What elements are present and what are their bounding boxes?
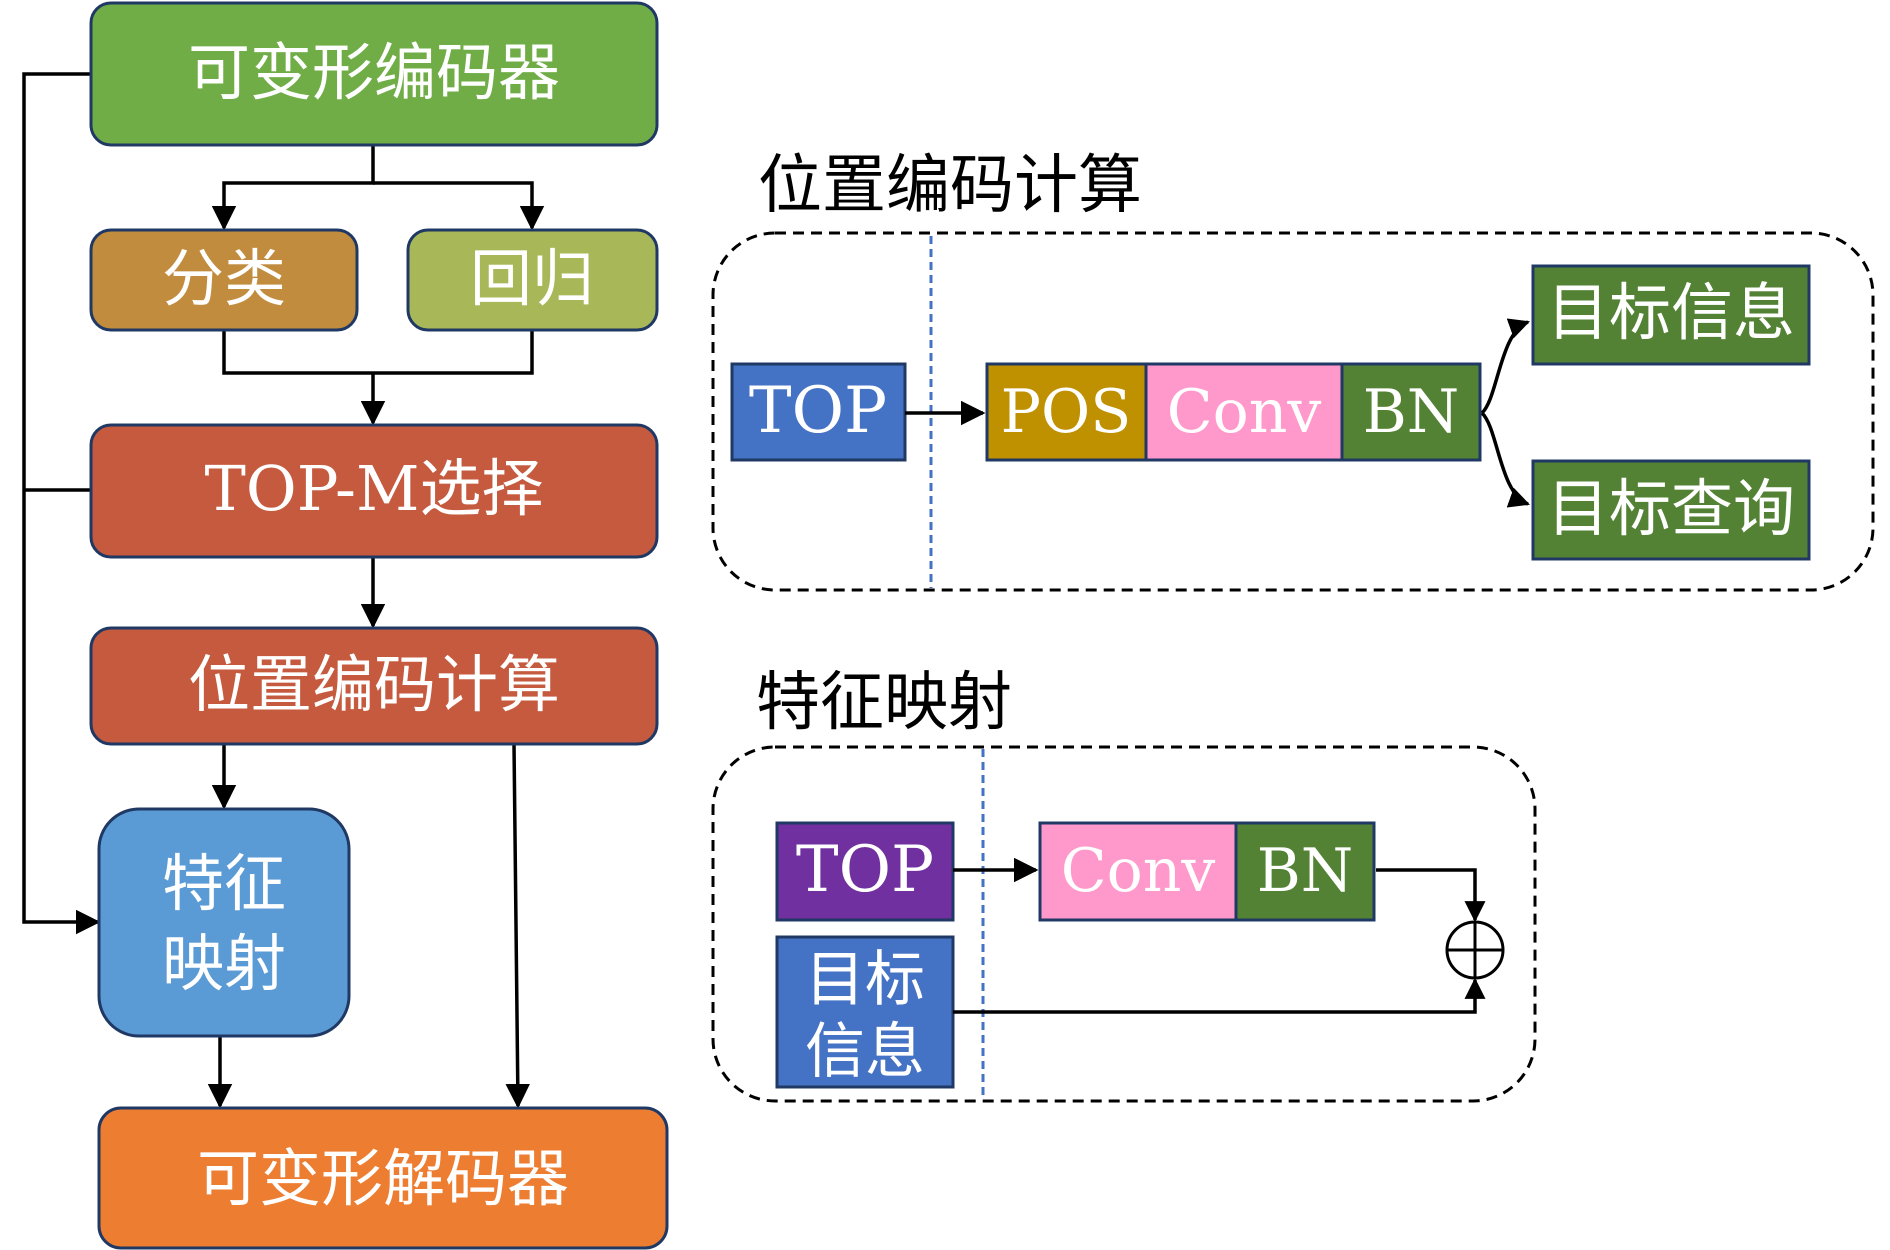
target-query-label: 目标查询	[1547, 472, 1795, 545]
feat-target-info-line2: 信息	[805, 1017, 925, 1087]
encoder-to-regression-connector	[373, 181, 545, 231]
target-query-box: 目标查询	[1531, 459, 1811, 561]
feat-panel-frame	[711, 745, 1537, 1103]
feat-top-box: TOP	[775, 821, 955, 922]
pos-panel-frame	[711, 231, 1875, 592]
feature-map-box: 特征 映射	[97, 807, 351, 1038]
pos-top-label: TOP	[749, 374, 887, 448]
target-info-label: 目标信息	[1547, 276, 1795, 349]
bn-to-plus-arrow	[1376, 868, 1486, 923]
encoder-label: 可变形编码器	[188, 36, 560, 109]
target-info-box: 目标信息	[1531, 264, 1811, 366]
feat-top-label: TOP	[796, 833, 934, 907]
feat-panel-title: 特征映射	[756, 666, 1012, 740]
pos-bn-label: BN	[1363, 377, 1460, 447]
classification-label: 分类	[162, 242, 286, 315]
cls-reg-merge-connector	[222, 330, 534, 375]
pos-pos-box: POS	[985, 362, 1148, 462]
pos-panel-title: 位置编码计算	[758, 149, 1142, 223]
pos-top-box: TOP	[730, 362, 907, 462]
pos-panel: 位置编码计算 TOP POS Conv BN 目标信息 目标查询	[711, 149, 1875, 592]
pos-encoding-label: 位置编码计算	[188, 648, 560, 721]
encoder-split-connector	[211, 145, 375, 231]
decoder-label: 可变形解码器	[197, 1142, 569, 1215]
feature-map-label-line1: 特征	[162, 847, 286, 920]
feat-conv-box: Conv	[1038, 821, 1238, 922]
pos-to-decoder-connector	[505, 743, 531, 1109]
topm-box: TOP-M选择	[89, 423, 659, 559]
feature-map-label-line2: 映射	[162, 927, 286, 1000]
regression-label: 回归	[470, 242, 594, 315]
pos-conv-label: Conv	[1167, 377, 1322, 447]
plus-icon: ⊕	[1445, 920, 1505, 980]
pos-bn-box: BN	[1340, 362, 1482, 462]
feat-bn-label: BN	[1257, 836, 1354, 906]
left-flowchart: 可变形编码器 分类 回归 TOP-M选择 位置编码计算 特征 映射 可变形解码器	[22, 1, 669, 1250]
topm-label: TOP-M选择	[205, 452, 544, 525]
decoder-box: 可变形解码器	[97, 1106, 669, 1250]
pos-pos-label: POS	[1001, 377, 1132, 447]
classification-box: 分类	[89, 228, 359, 332]
bn-to-target-info-arrow	[1480, 318, 1530, 415]
feat-panel: 特征映射 TOP Conv BN 目标 信息 ⊕	[711, 666, 1537, 1103]
feat-conv-label: Conv	[1061, 836, 1216, 906]
pos-conv-box: Conv	[1144, 362, 1344, 462]
regression-box: 回归	[406, 228, 659, 332]
feat-bn-box: BN	[1234, 821, 1376, 922]
bn-to-target-query-arrow	[1480, 411, 1530, 508]
feat-target-info-box: 目标 信息	[775, 935, 955, 1089]
left-connectors	[22, 72, 545, 1109]
feat-target-info-line1: 目标	[805, 945, 925, 1015]
target-info-to-plus-arrow	[953, 977, 1486, 1014]
skip-connector	[22, 72, 101, 935]
pos-encoding-box: 位置编码计算	[89, 626, 659, 746]
encoder-box: 可变形编码器	[89, 1, 659, 147]
